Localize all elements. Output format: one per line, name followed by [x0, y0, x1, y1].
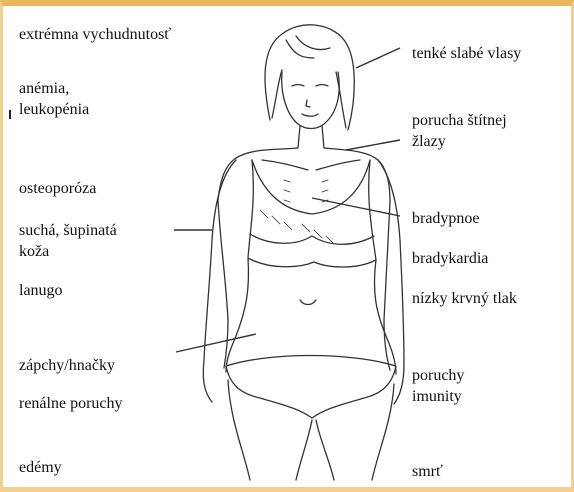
right-arm: [378, 160, 404, 404]
label-hair: tenké slabé vlasy: [412, 43, 521, 64]
label-thyroid-line2: žlazy: [412, 131, 446, 152]
panties-outline: [226, 356, 396, 419]
label-anemia-line1: anémia,: [19, 78, 69, 99]
label-bradypnea: bradypnoe: [412, 208, 480, 229]
label-edema: edémy: [19, 457, 62, 478]
label-dry-skin-line1: suchá, šupinatá: [19, 220, 117, 241]
label-osteoporosis: osteoporóza: [19, 178, 96, 199]
label-constipation: zápchy/hnačky: [19, 355, 115, 376]
label-bradycardia: bradykardia: [412, 248, 488, 269]
left-arm: [203, 160, 236, 402]
label-emaciation: extrémna vychudnutosť: [19, 24, 171, 45]
left-leg: [228, 380, 250, 480]
right-leg: [372, 384, 394, 480]
label-renal: renálne poruchy: [19, 393, 123, 414]
pointer-bradypnoe: [312, 198, 400, 216]
margin-mark: [9, 110, 11, 119]
label-thyroid-line1: porucha štítnej: [412, 110, 507, 131]
face-outline: [282, 72, 340, 129]
label-immunity-line1: poruchy: [412, 365, 464, 386]
pointer-gut: [176, 334, 256, 352]
label-lanugo: lanugo: [19, 280, 63, 301]
label-hypotension: nízky krvný tlak: [412, 288, 517, 309]
label-death: smrť: [412, 461, 443, 482]
pointer-hair: [356, 48, 400, 68]
label-immunity-line2: imunity: [412, 386, 462, 407]
label-dry-skin-line2: koža: [19, 241, 49, 262]
hair-outline: [265, 25, 354, 130]
pointer-thyroid: [346, 140, 400, 150]
label-anemia-line2: leukopénia: [19, 99, 89, 120]
